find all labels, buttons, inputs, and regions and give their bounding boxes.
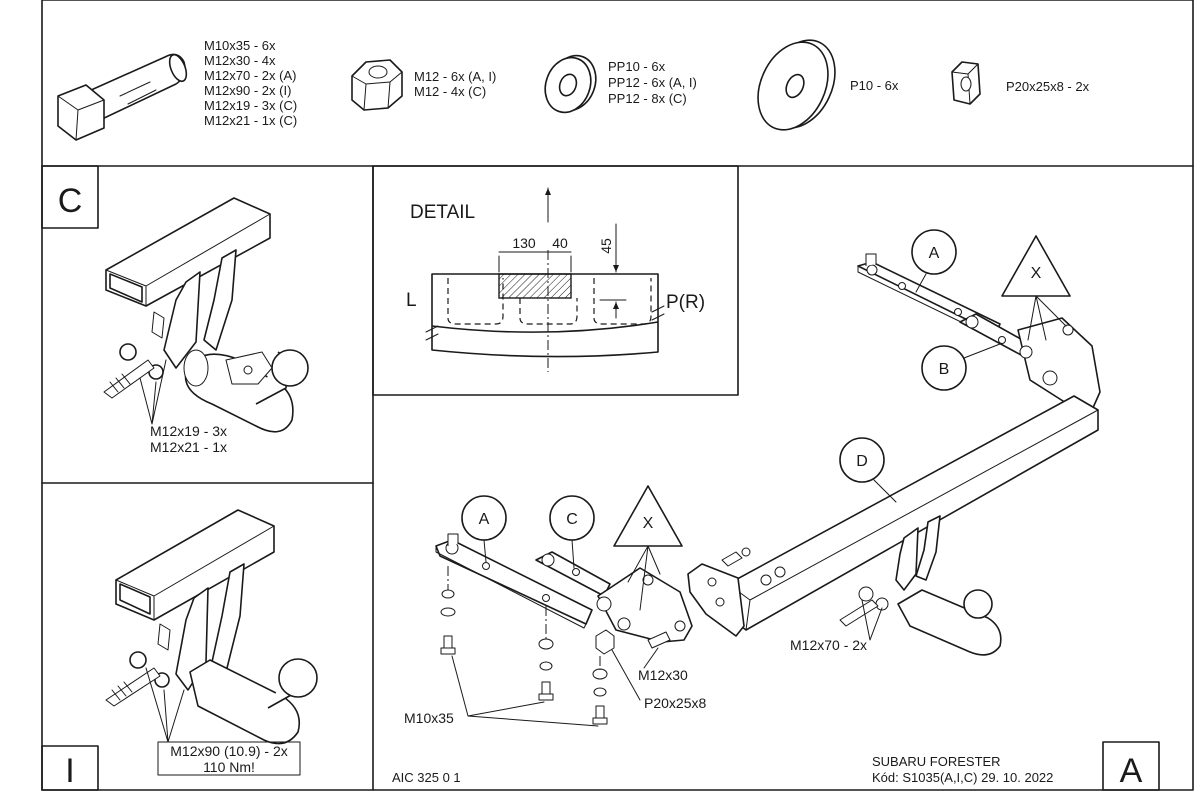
bolt-spec-1: M10x35 - 6x	[204, 38, 276, 53]
tow-ball	[963, 589, 993, 619]
nut-spec-list: M12 - 6x (A, I) M12 - 4x (C)	[414, 69, 496, 99]
panel-i-torque-line: 110 Nm!	[203, 759, 255, 775]
callout-a-right: A	[911, 229, 957, 293]
bracket-a-left	[435, 539, 593, 625]
svg-text:C: C	[566, 511, 578, 528]
bolt-spec-3: M12x70 - 2x (A)	[204, 68, 296, 83]
svg-text:D: D	[856, 453, 868, 470]
panel-c-bolt-line-2: M12x21 - 1x	[150, 439, 227, 455]
square-plate-spec: P20x25x8 - 2x	[1006, 79, 1090, 94]
washer-spec-list: PP10 - 6x PP12 - 6x (A, I) PP12 - 8x (C)	[608, 59, 697, 106]
bolt-spec-4: M12x90 - 2x (I)	[204, 83, 291, 98]
tow-ball-arm	[897, 589, 1002, 656]
square-plate-icon	[951, 61, 981, 105]
m12x70-label: M12x70 - 2x	[790, 637, 867, 653]
bolt-spec-6: M12x21 - 1x (C)	[204, 113, 297, 128]
hidden-pocket-center	[519, 298, 578, 325]
large-washer-spec: P10 - 6x	[850, 78, 899, 93]
code-line: Kód: S1035(A,I,C) 29. 10. 2022	[872, 770, 1053, 785]
callout-d: D	[839, 437, 897, 503]
hex-nut-icon	[351, 59, 403, 111]
panel-c-letter-box	[41, 165, 99, 229]
sheet-border	[41, 0, 1194, 791]
car-model: SUBARU FORESTER	[872, 754, 1001, 769]
torque-note-box	[157, 741, 301, 776]
svg-text:A: A	[479, 511, 490, 528]
hidden-pocket-right	[593, 278, 652, 325]
break-marks	[425, 305, 665, 341]
main-letter-box	[1102, 741, 1160, 791]
m12x70-leader	[861, 599, 883, 641]
dim-45-label: 45	[598, 238, 614, 254]
washer-spec-1: PP10 - 6x	[608, 59, 666, 74]
detail-panel-border	[372, 165, 739, 396]
panel-i: I M12x90 (10.9) - 2x 110 Nm!	[41, 509, 318, 791]
washer-spec-3: PP12 - 8x (C)	[608, 91, 687, 106]
svg-text:X: X	[1031, 265, 1042, 282]
m10x35-leader	[451, 655, 599, 727]
tow-hitch-i-illustration	[105, 509, 318, 745]
panel-i-leader-lines	[145, 667, 185, 743]
callout-b: B	[921, 343, 1001, 391]
panel-c-leader-lines	[139, 359, 167, 425]
m12x30-label: M12x30	[638, 667, 688, 683]
hardware-stack-3	[592, 668, 608, 725]
detail-right-label: P(R)	[666, 292, 705, 313]
side-plate-right	[1017, 317, 1101, 411]
m12x30-leader	[643, 647, 659, 669]
p20x25x8-leader	[611, 649, 641, 701]
nut-spec-1: M12 - 6x (A, I)	[414, 69, 496, 84]
hardware-strip: M10x35 - 6x M12x30 - 4x M12x70 - 2x (A) …	[57, 38, 1090, 141]
dim-130-label: 130	[512, 235, 536, 251]
washer-icon	[544, 54, 597, 114]
bolt-icon	[57, 53, 188, 141]
svg-text:B: B	[939, 361, 950, 378]
detail-panel: DETAIL 130 40 45 L P(R)	[406, 187, 705, 372]
nut-spec-2: M12 - 4x (C)	[414, 84, 486, 99]
main-letter: A	[1120, 752, 1143, 790]
callout-c: C	[549, 495, 595, 569]
panel-i-bolt-line-1: M12x90 (10.9) - 2x	[170, 743, 288, 759]
svg-text:X: X	[643, 515, 654, 532]
panel-c: C M12x19 - 3x M12x21 - 1x	[41, 165, 309, 455]
detail-title: DETAIL	[410, 202, 475, 223]
washer-spec-2: PP12 - 6x (A, I)	[608, 75, 697, 90]
svg-text:A: A	[929, 245, 940, 262]
drawing-number: AIC 325 0 1	[392, 770, 461, 785]
cutout-area	[498, 273, 572, 299]
tow-hitch-c-illustration	[103, 197, 309, 433]
hidden-pocket-left	[447, 278, 504, 325]
dim-40-label: 40	[552, 235, 568, 251]
hardware-stack-1	[440, 589, 456, 655]
panel-i-letter-box	[41, 745, 99, 791]
warning-triangle-right: X	[1001, 235, 1071, 341]
bolt-spec-list: M10x35 - 6x M12x30 - 4x M12x70 - 2x (A) …	[204, 38, 297, 128]
large-washer-icon	[757, 39, 836, 131]
bolt-spec-2: M12x30 - 4x	[204, 53, 276, 68]
hardware-stack-2	[538, 638, 554, 701]
detail-left-label: L	[406, 290, 417, 311]
panel-c-bolt-line-1: M12x19 - 3x	[150, 423, 227, 439]
bolt-spec-5: M12x19 - 3x (C)	[204, 98, 297, 113]
panel-i-letter: I	[65, 752, 74, 790]
m10x35-label: M10x35	[404, 710, 454, 726]
callout-a-left: A	[461, 495, 507, 563]
p20x25x8-label: P20x25x8	[644, 695, 706, 711]
panel-c-letter: C	[58, 182, 83, 220]
warning-triangle-left: X	[613, 485, 683, 611]
main-assembly: M12x70 - 2x	[392, 229, 1160, 791]
